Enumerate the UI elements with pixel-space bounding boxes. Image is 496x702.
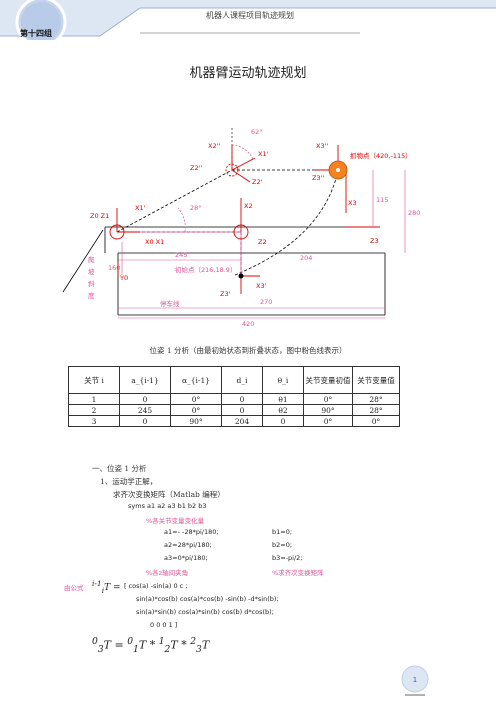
label-z2: Z2 <box>258 238 267 246</box>
label-x2pp: X2'' <box>208 142 220 150</box>
label-side3: 斜 <box>88 279 95 288</box>
label-z3p: Z3' <box>220 290 231 298</box>
label-side4: 度 <box>88 291 95 300</box>
label-x0x1: X0 X1 <box>145 238 164 246</box>
col-header: d_i <box>221 366 263 394</box>
code-comment: %各z轴间夹角 <box>146 569 189 577</box>
group-badge: 第十四组 <box>20 29 52 38</box>
table-cell: 1 <box>68 393 120 405</box>
code-comment: %各关节变量变化量 <box>146 517 205 525</box>
table-cell: 0° <box>303 393 353 405</box>
code-line: a2=28*pi/180; <box>164 541 212 549</box>
table-cell: 0 <box>119 393 171 405</box>
label-z3pp: Z3'' <box>312 174 324 182</box>
body-text: 求齐次变换矩阵（Matlab 编程） <box>113 490 225 499</box>
table-cell: θ1 <box>262 393 304 405</box>
label-z0z1: Z0 Z1 <box>90 212 109 220</box>
code-comment: %求齐次变换矩阵 <box>272 569 324 577</box>
table-row: 2 245 0° 0 θ2 90° 28° <box>68 404 400 416</box>
table-cell: 0 <box>262 415 304 427</box>
subsection-heading: 1、运动学正解， <box>100 477 158 486</box>
label-init: 初始点（216,18.9） <box>175 265 236 274</box>
matrix-row: [ cos(a) -sin(a) 0 c ; <box>124 582 188 590</box>
label-dim204: 204 <box>300 254 312 262</box>
label-dim270: 270 <box>260 298 272 306</box>
table-row: 3 0 90° 204 0 0° 0° <box>68 415 400 427</box>
label-z2p: Z2' <box>252 178 263 186</box>
label-target: 抓物点（420,-115） <box>350 151 412 160</box>
product-formula: 03T = 01T * 12T * 23T <box>92 636 210 655</box>
code-line: syms a1 a2 a3 b1 b2 b3 <box>128 502 207 510</box>
header-band <box>0 0 496 40</box>
table-cell: 245 <box>119 404 171 416</box>
label-z2pp: Z2'' <box>190 164 202 172</box>
label-stop: 停车线 <box>160 299 180 308</box>
label-y0: Y0 <box>119 274 128 282</box>
table-cell: 28° <box>352 404 400 416</box>
table-cell: 0° <box>170 393 222 405</box>
label-x1: X1' <box>135 204 146 212</box>
table-row: 1 0 0° 0 θ1 0° 28° <box>68 393 400 405</box>
label-x3: X3 <box>348 199 357 207</box>
label-dim245: 245 <box>175 251 187 259</box>
label-z3: Z3 <box>370 237 379 245</box>
label-side1: 爬 <box>88 255 95 264</box>
label-x3p: X3' <box>256 282 267 290</box>
table-cell: 0 <box>221 404 263 416</box>
label-angle62: 62° <box>251 128 263 136</box>
col-header: θ_i <box>262 366 304 394</box>
label-side2: 坡 <box>88 267 95 276</box>
col-header: α_{i-1} <box>170 366 222 394</box>
label-x2: X2 <box>244 202 253 210</box>
table-cell: 0° <box>303 415 353 427</box>
table-cell: 0 <box>221 393 263 405</box>
col-header: 关节 i <box>68 366 120 394</box>
table-cell: 90° <box>303 404 353 416</box>
table-cell: 2 <box>68 404 120 416</box>
code-line: a1=- -28*pi/180; <box>164 528 219 536</box>
table-cell: 3 <box>68 415 120 427</box>
code-line: b2=0; <box>272 541 293 549</box>
page-number-badge: 1 <box>401 665 429 696</box>
matrix-row: sin(a)*sin(b) cos(a)*sin(b) cos(b) d*cos… <box>136 608 274 616</box>
matrix-row: 0 0 0 1 ] <box>150 621 178 629</box>
code-line: b1=0; <box>272 528 293 536</box>
table-cell: θ2 <box>262 404 304 416</box>
page-number: 1 <box>413 676 417 684</box>
code-syms: syms a1 a2 a3 b1 b2 b3 <box>128 502 207 510</box>
label-dim115: 115 <box>376 196 388 204</box>
code-line: b3=-pi/2; <box>272 554 303 562</box>
col-header: a_{i-1} <box>119 366 171 394</box>
header-title: 机器人课程项目轨迹规划 <box>206 11 294 20</box>
section-heading: 一、位姿 1 分析 <box>92 464 147 473</box>
matrix-row: sin(a)*cos(b) cos(a)*cos(b) -sin(b) -d*s… <box>136 595 279 603</box>
table-cell: 90° <box>170 415 222 427</box>
table-cell: 204 <box>221 415 263 427</box>
label-x3pp: X3'' <box>316 142 328 150</box>
table-cell: 0° <box>170 404 222 416</box>
label-angle28: 28° <box>190 204 202 212</box>
table-header-row: 关节 i a_{i-1} α_{i-1} d_i θ_i 关节变量初值 关节变量… <box>68 366 400 394</box>
document-title: 机器臂运动轨迹规划 <box>189 66 307 81</box>
col-header: 关节变量初值 <box>303 366 353 394</box>
label-x1p-top: X1' <box>258 150 269 158</box>
arm-trajectory-diagram: X2'' Z2'' X1' Z2' X3'' Z3'' 抓物点（420,-115… <box>62 128 420 328</box>
table-cell: 0° <box>352 415 400 427</box>
table-cell: 0 <box>119 415 171 427</box>
table-cell: 28° <box>352 393 400 405</box>
figure-caption: 位姿 1 分析（由最初始状态到折叠状态，图中粉色线表示） <box>149 346 347 355</box>
code-line: a3=0*pi/180; <box>164 554 208 562</box>
label-dim420: 420 <box>242 320 254 328</box>
formula-lead: 由公式 <box>64 584 84 592</box>
dh-parameter-table: 关节 i a_{i-1} α_{i-1} d_i θ_i 关节变量初值 关节变量… <box>68 366 400 427</box>
label-dim280: 280 <box>408 209 420 217</box>
col-header: 关节变量值 <box>352 366 400 394</box>
label-dim160: 160 <box>108 264 120 272</box>
formula-symbol: i-1iT = <box>92 579 121 595</box>
